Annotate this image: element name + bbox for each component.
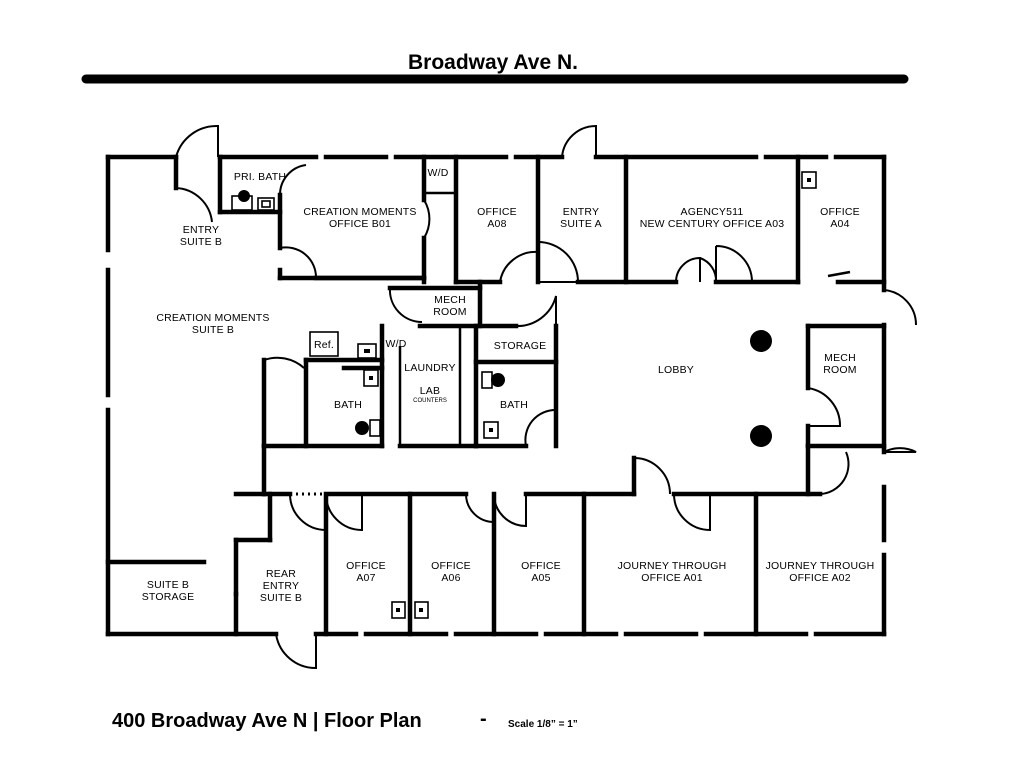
label-office-a07-2: A07 [356,572,375,584]
label-office-a06-2: A06 [441,572,460,584]
exterior-walls [105,154,887,637]
label-mech-center-2: ROOM [433,306,466,318]
label-mech-right-2: ROOM [823,364,856,376]
label-pri-bath: PRI. BATH [234,171,286,183]
interior-walls [105,154,887,637]
street-name: Broadway Ave N. [408,51,578,74]
label-office-a03-2: NEW CENTURY OFFICE A03 [640,218,785,230]
footer-dash: - [480,708,487,730]
label-suite-b-storage-2: STORAGE [142,591,195,603]
label-entry-suite-b-1: ENTRY [183,224,219,236]
label-entry-suite-b-2: SUITE B [180,236,222,248]
label-mech-center-1: MECH [434,294,466,306]
label-counters: COUNTERS [413,398,447,404]
label-rear-entry-1: REAR [266,568,296,580]
label-office-b01-1: CREATION MOMENTS [303,206,416,218]
label-office-a08-1: OFFICE [477,206,517,218]
dotted-partitions [290,206,458,496]
doors [175,124,918,670]
label-wd-top: W/D [427,167,448,179]
label-lobby: LOBBY [658,364,694,376]
column-icon [750,425,772,447]
label-suite-b-2: SUITE B [192,324,234,336]
label-office-a01-2: OFFICE A01 [641,572,703,584]
label-office-a02-2: OFFICE A02 [789,572,851,584]
label-entry-suite-a-1: ENTRY [563,206,599,218]
footer-title: 400 Broadway Ave N | Floor Plan [112,710,422,732]
label-office-a07-1: OFFICE [346,560,386,572]
label-suite-b-storage-1: SUITE B [147,579,189,591]
label-suite-b-1: CREATION MOMENTS [156,312,269,324]
fixtures [231,171,817,619]
label-rear-entry-2: ENTRY [263,580,299,592]
column-icon [750,330,772,352]
label-office-a05-1: OFFICE [521,560,561,572]
label-bath-left: BATH [334,399,362,411]
label-office-a04-2: A04 [830,218,849,230]
label-office-a03-1: AGENCY511 [681,206,744,218]
refrigerator-icon [309,331,339,357]
label-rear-entry-3: SUITE B [260,592,302,604]
footer-scale: Scale 1/8” = 1” [508,719,578,730]
label-bath-right: BATH [500,399,528,411]
label-mech-right-1: MECH [824,352,856,364]
label-entry-suite-a-2: SUITE A [560,218,602,230]
label-office-a02-1: JOURNEY THROUGH [766,560,875,572]
label-laundry: LAUNDRY [404,362,455,374]
label-office-a06-1: OFFICE [431,560,471,572]
label-storage: STORAGE [494,340,547,352]
label-office-a01-1: JOURNEY THROUGH [618,560,727,572]
label-lab: LAB [420,385,440,397]
label-ref: Ref. [314,339,334,351]
label-office-a04-1: OFFICE [820,206,860,218]
label-office-a08-2: A08 [487,218,506,230]
label-wd-laundry: W/D [385,338,406,350]
room-labels: PRI. BATH W/D CREATION MOMENTS OFFICE B0… [142,167,875,604]
label-office-a05-2: A05 [531,572,550,584]
toilet-icon [238,190,250,202]
label-office-b01-2: OFFICE B01 [329,218,391,230]
